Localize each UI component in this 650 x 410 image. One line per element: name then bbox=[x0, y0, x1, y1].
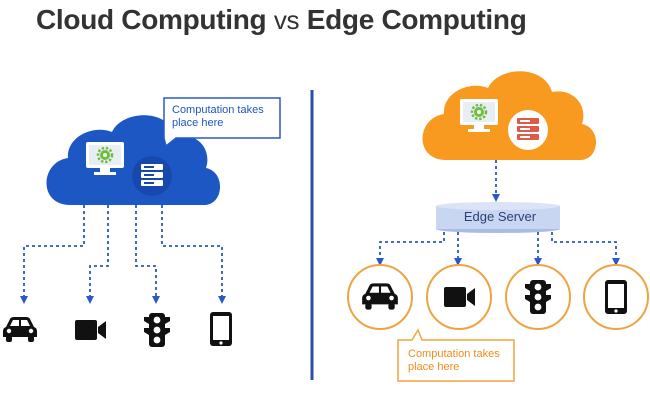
traffic-light-icon bbox=[144, 313, 170, 347]
cloud-callout-box bbox=[163, 97, 281, 148]
edge-smartphone-icon bbox=[605, 280, 627, 314]
edge-device-car bbox=[347, 264, 413, 330]
edge-cloud-shape bbox=[422, 71, 597, 160]
edge-server-label: Edge Server bbox=[463, 209, 537, 224]
gear-icon bbox=[96, 146, 114, 164]
title-vs: vs bbox=[273, 5, 300, 35]
edge-device-phone bbox=[583, 264, 649, 330]
edge-server-icon bbox=[508, 110, 548, 150]
car-icon bbox=[3, 317, 37, 342]
cloud-connector-car bbox=[20, 205, 85, 304]
cloud-connector-traffic-light bbox=[135, 205, 160, 304]
video-camera-icon bbox=[75, 320, 106, 340]
edge-connector-car bbox=[376, 232, 445, 266]
smartphone-icon bbox=[210, 312, 232, 346]
edge-traffic-light-icon bbox=[525, 280, 551, 314]
edge-server-bar bbox=[436, 202, 560, 233]
edge-device-traffic-light bbox=[505, 264, 571, 330]
cloud-connector-camera bbox=[86, 205, 109, 304]
cloud-connector-phone bbox=[161, 205, 226, 304]
edge-callout-box bbox=[397, 328, 515, 382]
title-edge-computing: Edge Computing bbox=[306, 4, 527, 35]
edge-gear-icon bbox=[470, 103, 488, 121]
cloud-callout-text: Computation takes place here bbox=[172, 104, 264, 129]
edge-connector-phone bbox=[551, 232, 620, 266]
page-title: Cloud Computing vs Edge Computing bbox=[36, 4, 527, 36]
edge-device-camera bbox=[426, 264, 492, 330]
edge-callout-text: Computation takes place here bbox=[408, 348, 500, 373]
edge-video-camera-icon bbox=[444, 287, 475, 307]
title-cloud-computing: Cloud Computing bbox=[36, 4, 267, 35]
server-icon bbox=[132, 156, 172, 196]
